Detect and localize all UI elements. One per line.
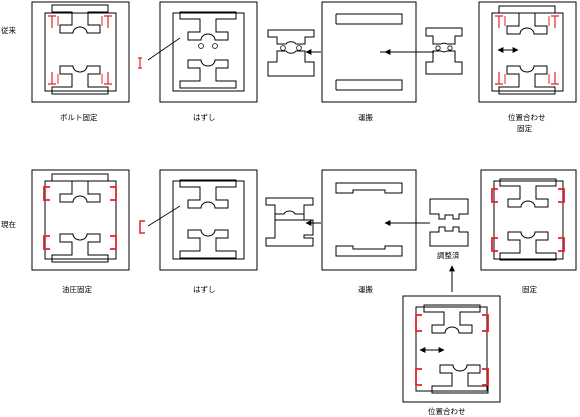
bottom-removed-die [265, 197, 314, 247]
caption-position-bottom: 位置合わせ [428, 406, 466, 416]
caption-fix-bottom: 固定 [522, 284, 537, 294]
caption-hydraulic-fix: 油圧固定 [62, 284, 92, 294]
bottom-press-hydraulic-fixed [31, 169, 130, 271]
top-new-die [425, 27, 463, 75]
caption-position-top-line1: 位置合わせ [508, 112, 546, 122]
caption-position-top-line2: 固定 [517, 123, 532, 133]
row-label-current: 現在 [1, 219, 16, 229]
caption-bolt-fix: ボルト固定 [60, 112, 98, 122]
bottom-adjusted-die [429, 198, 469, 247]
top-press-positioning [478, 1, 577, 103]
row-label-conventional: 従来 [1, 25, 16, 35]
bottom-press-remove [139, 169, 258, 271]
caption-transport-top: 運搬 [358, 112, 373, 122]
bolt-clamps [48, 15, 112, 85]
bottom-press-fixed [480, 169, 577, 271]
top-press-remove [138, 1, 258, 103]
caption-transport-bottom: 運搬 [358, 284, 373, 294]
top-removed-die [267, 29, 315, 77]
caption-remove-bottom: はずし [193, 284, 216, 294]
caption-adjusted: 調整済 [437, 250, 460, 260]
top-press-bolt-fixed [31, 1, 130, 103]
bottom-press-positioning [402, 295, 501, 403]
caption-remove-top: はずし [193, 112, 216, 122]
bottom-press-transport [321, 169, 417, 271]
